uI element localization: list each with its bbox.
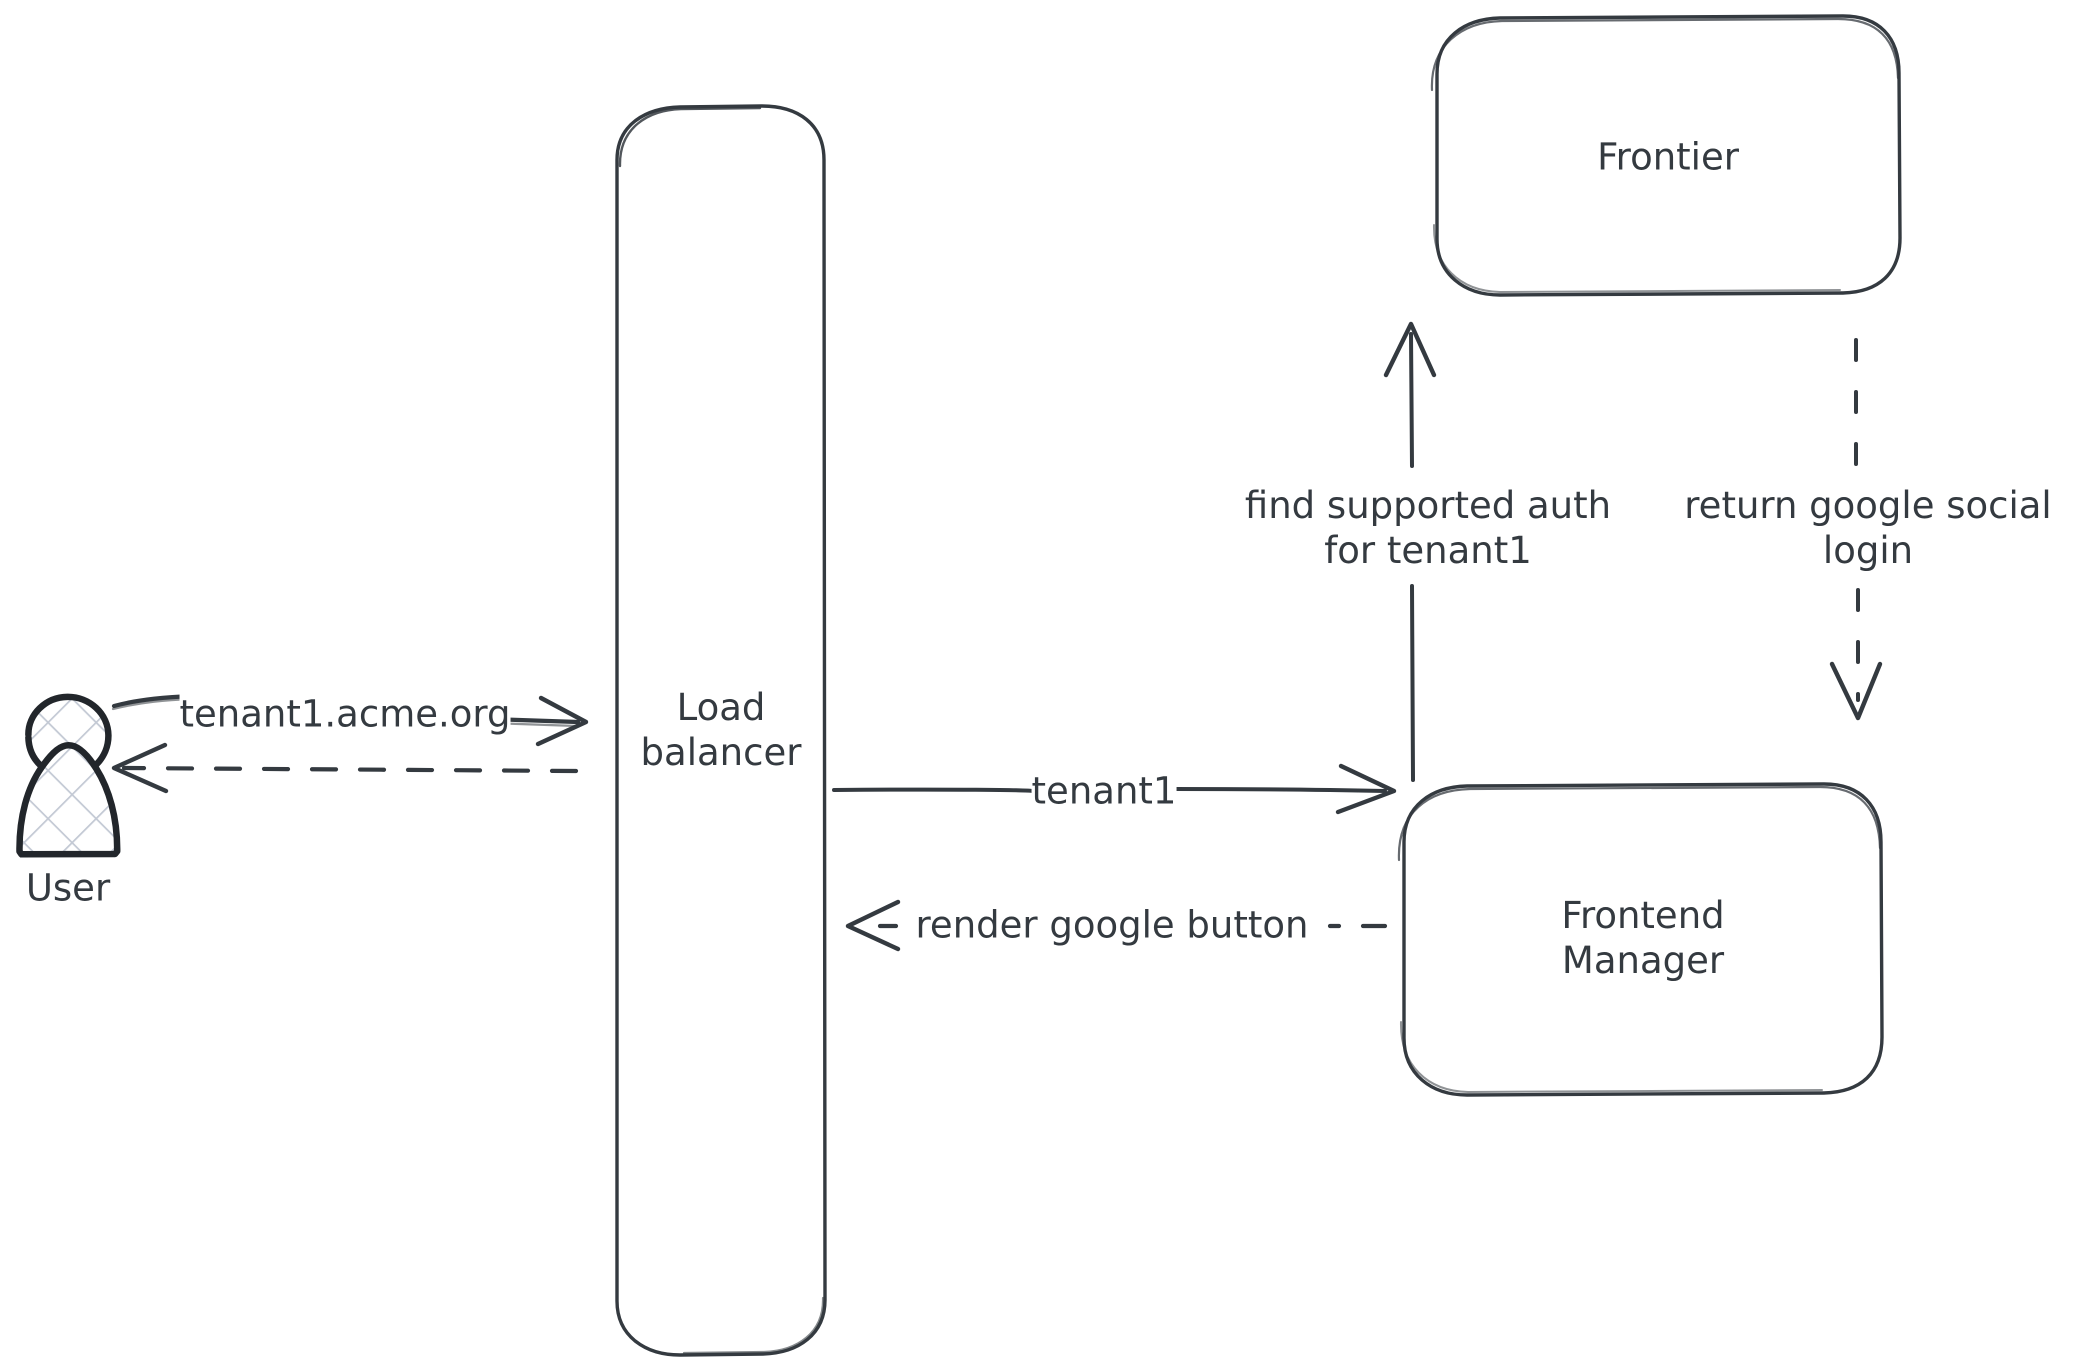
edge-fm-to-lb xyxy=(845,899,1388,952)
user-actor-icon xyxy=(16,693,121,858)
node-load-balancer-shape[interactable] xyxy=(615,104,827,1357)
edge-user-to-lb xyxy=(111,693,589,747)
node-frontend-manager-shape[interactable] xyxy=(1397,782,1884,1097)
edge-lb-to-fm xyxy=(832,763,1397,815)
node-frontier-shape[interactable] xyxy=(1430,14,1902,297)
edge-fm-to-frontier xyxy=(1383,321,1437,782)
edge-lb-to-user xyxy=(111,742,579,794)
edge-frontier-to-fm xyxy=(1829,338,1883,721)
